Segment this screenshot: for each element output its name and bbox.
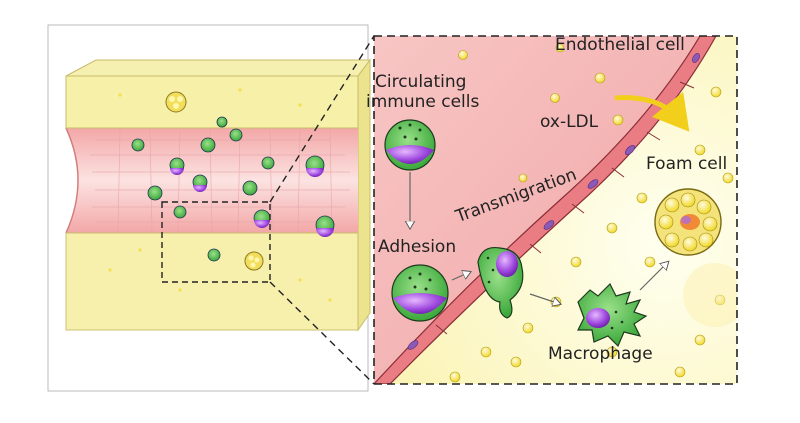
immune-cell-icon bbox=[391, 264, 449, 322]
vessel-block bbox=[65, 58, 371, 332]
foam-cell-icon bbox=[654, 188, 722, 256]
label-circulating-line2: immune cells bbox=[366, 92, 480, 112]
ox-ldl-arrow bbox=[614, 91, 690, 132]
zoom-panel bbox=[374, 36, 737, 384]
ldl-particle-icon bbox=[449, 43, 734, 383]
zoom-line-bottom bbox=[269, 281, 375, 385]
immune-cell-icon bbox=[384, 119, 436, 171]
zoom-region-box bbox=[161, 201, 271, 283]
label-endothelial-cell: Endothelial cell bbox=[555, 35, 685, 55]
label-ox-ldl: ox-LDL bbox=[540, 112, 599, 132]
foam-cell-icon bbox=[165, 91, 264, 271]
immune-cell-icon bbox=[131, 116, 335, 262]
label-foam-cell: Foam cell bbox=[646, 154, 728, 174]
label-adhesion: Adhesion bbox=[378, 237, 457, 257]
zoom-line-top bbox=[269, 35, 375, 203]
label-macrophage: Macrophage bbox=[548, 344, 653, 364]
immune-cell-icon bbox=[477, 246, 524, 319]
zoom-panel-border bbox=[373, 35, 738, 385]
macrophage-icon bbox=[577, 282, 648, 348]
label-circulating-line1: Circulating bbox=[375, 72, 467, 92]
